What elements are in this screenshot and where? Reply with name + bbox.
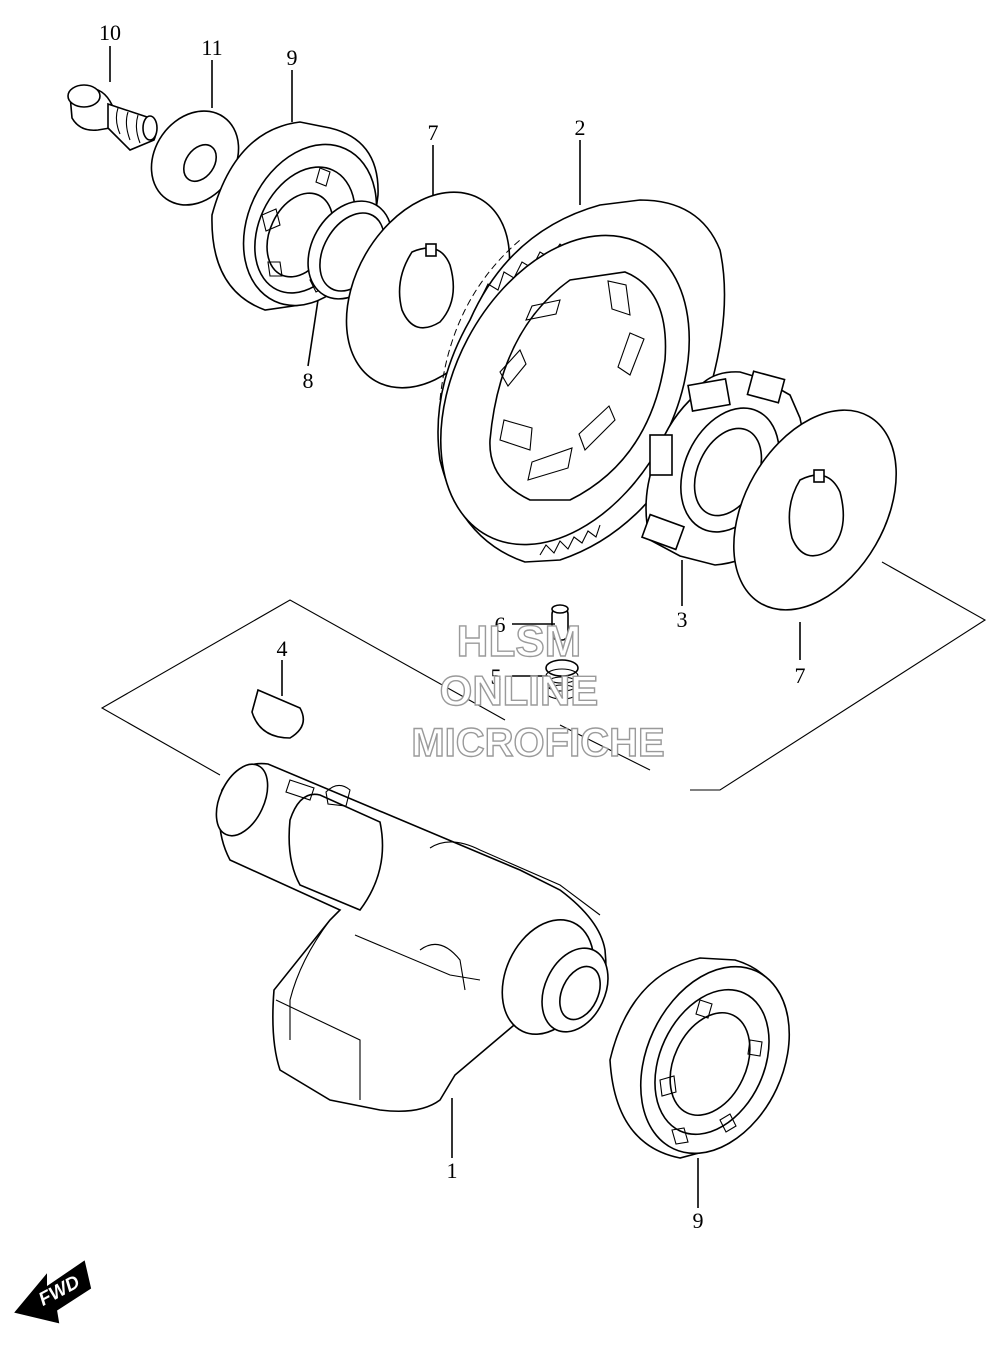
callout-9-lower: 9: [693, 1208, 704, 1233]
callout-10: 10: [99, 20, 121, 45]
callout-4: 4: [277, 636, 288, 661]
part-9-lower-bearing: [609, 957, 791, 1159]
part-1-balancer-shaft: [215, 762, 609, 1113]
callout-numbers: 10 11 9 7 2 8 4 6 5 3 7 1 9: [99, 20, 806, 1233]
watermark-line-3: MICROFICHE: [411, 721, 664, 765]
callout-3: 3: [677, 607, 688, 632]
reference-plane: [100, 561, 987, 791]
part-4-key: [251, 688, 305, 739]
callout-1: 1: [447, 1158, 458, 1183]
fwd-arrow-icon: [14, 1260, 92, 1324]
watermark-line-2: ONLINE: [440, 667, 599, 714]
watermark-line-1: HLSM: [457, 617, 582, 666]
callout-9-upper: 9: [287, 45, 298, 70]
callout-5: 5: [491, 664, 502, 689]
watermark: HLSM ONLINE MICROFICHE: [411, 616, 666, 765]
part-7-lower-washer: [733, 409, 897, 611]
part-6-pin: [551, 604, 569, 641]
part-5-spring: [545, 659, 579, 700]
leader-lines: [109, 46, 801, 1208]
callout-6: 6: [495, 612, 506, 637]
part-10-bolt: [67, 84, 158, 151]
fwd-arrow-badge: FWD: [14, 1260, 92, 1324]
callout-7-lower: 7: [795, 663, 806, 688]
callout-8: 8: [303, 368, 314, 393]
callout-7-upper: 7: [428, 120, 439, 145]
callout-2: 2: [575, 115, 586, 140]
callout-11: 11: [201, 35, 222, 60]
